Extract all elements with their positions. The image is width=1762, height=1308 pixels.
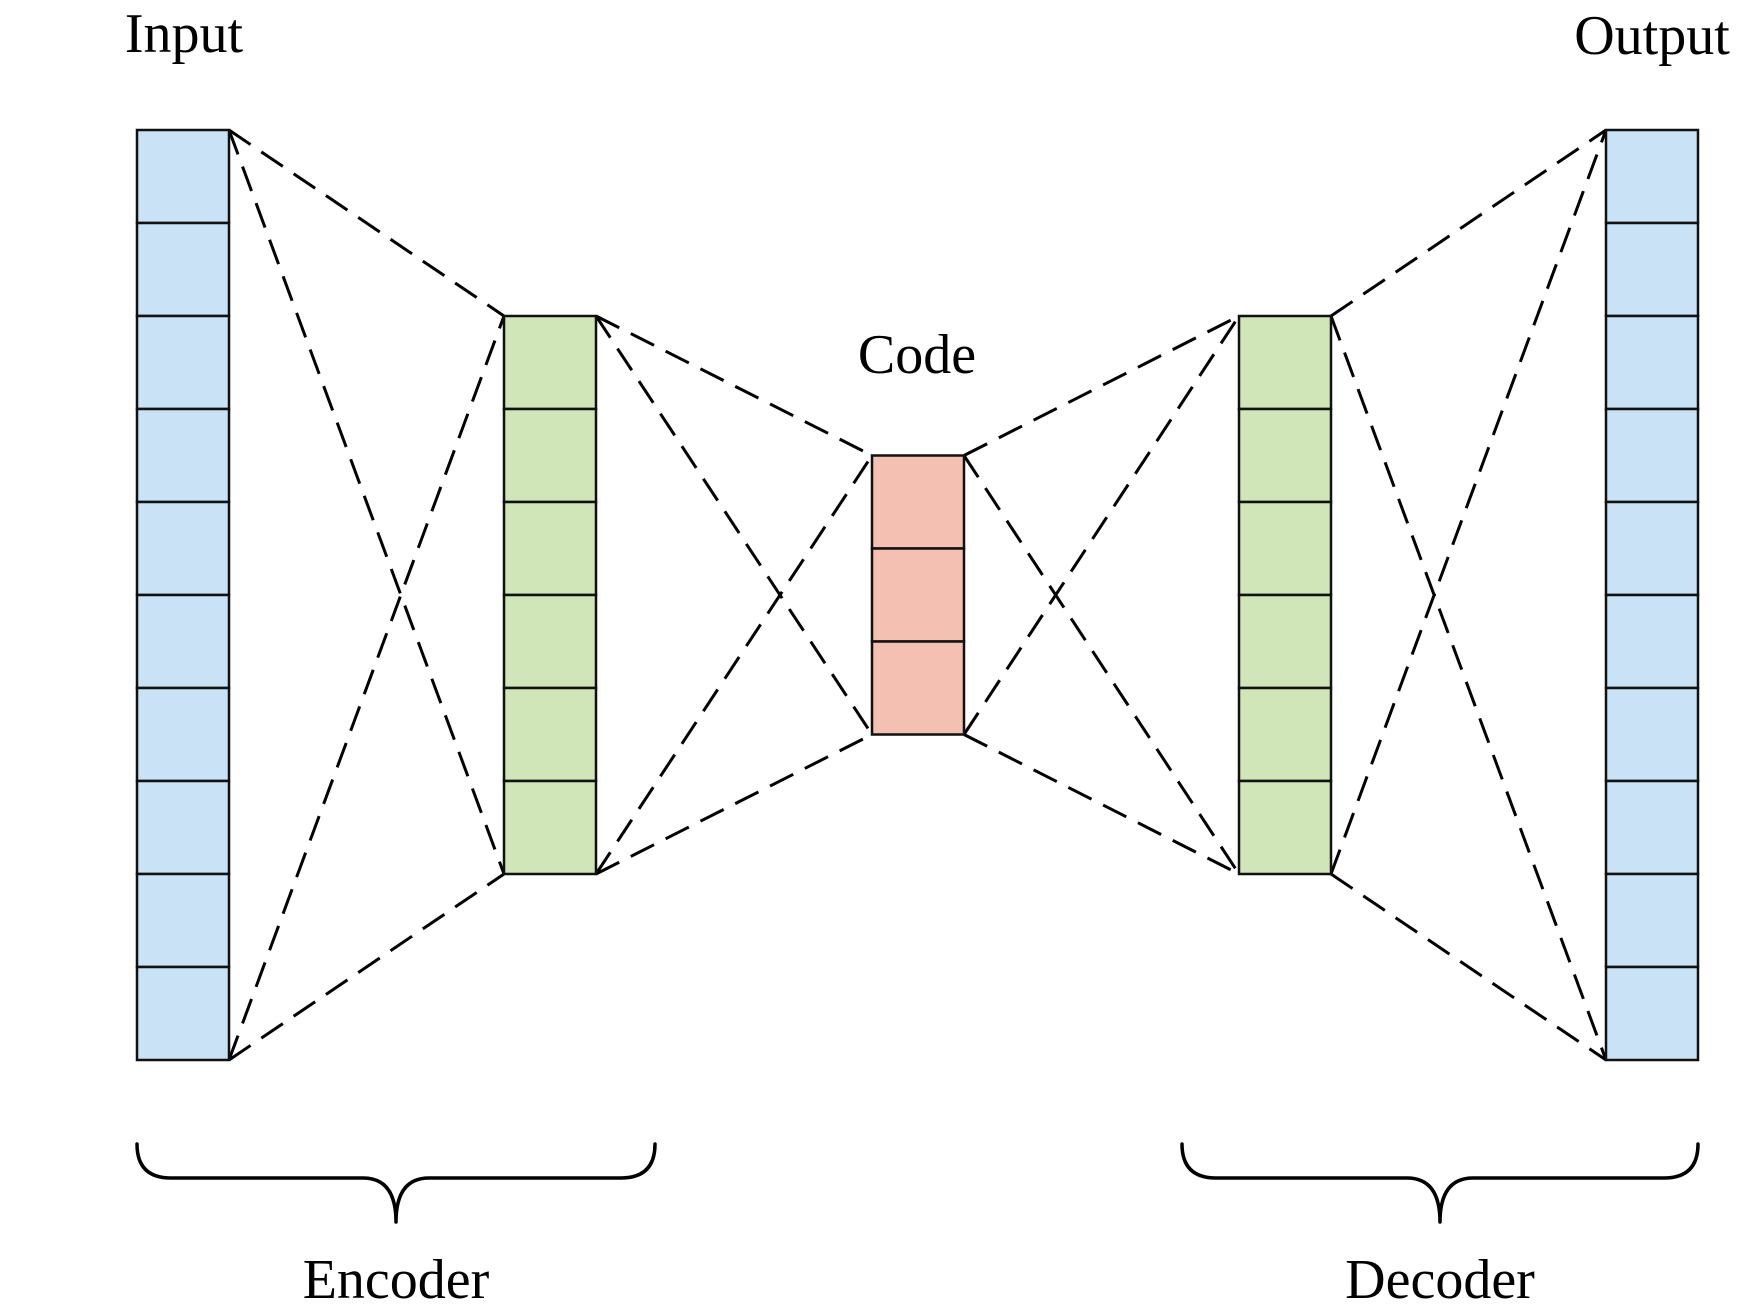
connection-line — [1329, 129, 1608, 875]
code-layer-unit — [870, 640, 966, 736]
connection-line — [1329, 315, 1608, 1061]
encoder-hidden-unit — [502, 500, 598, 597]
connection-line — [227, 129, 506, 875]
connection-line — [963, 314, 1240, 457]
connection-line — [962, 315, 1241, 736]
output-label: Output — [1574, 5, 1730, 67]
connections — [227, 128, 1608, 1062]
connection-line — [594, 315, 874, 736]
connection-line — [594, 454, 874, 875]
input-layer-unit — [135, 221, 231, 318]
encoder-hidden-unit — [502, 686, 598, 783]
connection-line — [228, 128, 505, 318]
code-layer — [870, 454, 966, 736]
decoder-hidden-unit — [1237, 500, 1333, 597]
encoder-hidden-unit — [502, 779, 598, 876]
decoder-hidden-unit — [1237, 314, 1333, 411]
decoder-label: Decoder — [1345, 1249, 1535, 1308]
encoder-hidden-unit — [502, 407, 598, 504]
encoder-hidden-unit — [502, 593, 598, 690]
input-layer-unit — [135, 779, 231, 876]
input-layer-unit — [135, 872, 231, 969]
decoder-hidden — [1237, 314, 1333, 876]
input-layer-unit — [135, 407, 231, 504]
code-layer-unit — [870, 454, 966, 550]
encoder-hidden — [502, 314, 598, 876]
output-layer-unit — [1604, 500, 1700, 597]
input-layer-unit — [135, 314, 231, 411]
connection-line — [963, 733, 1240, 876]
connection-line — [227, 315, 506, 1061]
connection-line — [1330, 128, 1607, 318]
encoder-hidden-unit — [502, 314, 598, 411]
output-layer-unit — [1604, 407, 1700, 504]
code-layer-unit — [870, 547, 966, 643]
input-label: Input — [125, 3, 244, 65]
output-layer-unit — [1604, 872, 1700, 969]
decoder-hidden-unit — [1237, 593, 1333, 690]
output-layer-unit — [1604, 686, 1700, 783]
connection-line — [595, 733, 873, 876]
output-layer-unit — [1604, 128, 1700, 225]
input-layer-unit — [135, 500, 231, 597]
decoder-hidden-unit — [1237, 407, 1333, 504]
layers — [135, 128, 1700, 1062]
output-layer-unit — [1604, 593, 1700, 690]
input-layer-unit — [135, 593, 231, 690]
output-layer-unit — [1604, 779, 1700, 876]
decoder-hidden-unit — [1237, 686, 1333, 783]
input-layer — [135, 128, 231, 1062]
output-layer-unit — [1604, 965, 1700, 1062]
input-layer-unit — [135, 965, 231, 1062]
connection-line — [962, 454, 1241, 875]
encoder-brace — [135, 1142, 657, 1224]
connection-line — [228, 872, 505, 1062]
input-layer-unit — [135, 686, 231, 783]
encoder-label: Encoder — [303, 1249, 490, 1308]
decoder-hidden-unit — [1237, 779, 1333, 876]
connection-line — [1330, 872, 1607, 1062]
output-layer-unit — [1604, 314, 1700, 411]
input-layer-unit — [135, 128, 231, 225]
connection-line — [595, 314, 873, 457]
output-layer — [1604, 128, 1700, 1062]
code-label: Code — [858, 324, 976, 386]
decoder-brace — [1180, 1142, 1700, 1224]
output-layer-unit — [1604, 221, 1700, 318]
